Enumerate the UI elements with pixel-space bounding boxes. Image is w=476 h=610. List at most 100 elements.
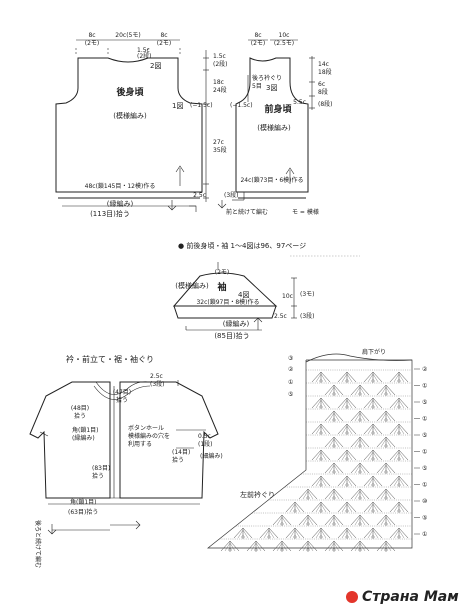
chart-stitch [315, 529, 327, 539]
finish-join-note: 後ろと続けて編む [34, 520, 42, 568]
chart-stitch [380, 516, 392, 526]
chart-chain [228, 548, 232, 552]
finish-side-pickup-label: 拾う [92, 472, 104, 480]
chart-stitch [328, 516, 340, 526]
chart-stitch [393, 451, 405, 461]
front-neck-label: 後ろ衿ぐり [252, 74, 282, 82]
chart-stitch [367, 399, 379, 409]
chart-title: 肩下がり [362, 348, 386, 356]
chart-chain [371, 457, 375, 461]
chart-stitch [289, 529, 301, 539]
chart-stitch [393, 503, 405, 513]
front-side-3-rows: (8段) [318, 100, 333, 108]
chart-row-label: ① [422, 531, 427, 538]
chart-stitch [380, 438, 392, 448]
chart-chain [345, 483, 349, 487]
chart-row-label: ⑩ [422, 498, 427, 505]
back-side-3: 27c [213, 139, 224, 146]
front-neck-stitches: 5目 [252, 83, 262, 90]
chart-stitch [237, 529, 249, 539]
chart-chain [319, 509, 323, 513]
back-edging: (縁編み) [107, 199, 134, 208]
sleeve-edging-rows: (3段) [300, 312, 315, 320]
chart-chain [332, 522, 336, 526]
sleeve-top-repeats: (2モ) [215, 269, 230, 276]
chart-chain [397, 483, 401, 487]
chart-chain [384, 496, 388, 500]
chart-chain [332, 444, 336, 448]
chart-stitch [354, 438, 366, 448]
sleeve-edging-height: 2.5c [274, 313, 287, 320]
watermark-logo-icon [346, 591, 358, 603]
chart-stitch [341, 529, 353, 539]
chart-stitch [380, 542, 392, 552]
chart-stitch [393, 477, 405, 487]
front-join-note: 前と続けて編む [226, 208, 268, 216]
chart-stitch [302, 516, 314, 526]
chart-chain [306, 496, 310, 500]
chart-stitch [315, 451, 327, 461]
sleeve-height: 10c [282, 293, 293, 300]
chart-chain [397, 535, 401, 539]
chart-row-label: ② [422, 366, 428, 373]
back-body-pattern: (模様編み) [113, 111, 147, 120]
sleeve-pattern: (模様編み) [175, 281, 209, 290]
chart-stitch [341, 477, 353, 487]
chart-stitch [289, 503, 301, 513]
front-top-right-repeats: (2.5モ) [274, 40, 294, 47]
watermark: Страна Мам [346, 589, 459, 605]
chart-chain [384, 392, 388, 396]
finish-corner-1-edging: (縁編み) [72, 434, 95, 442]
chart-stitch [380, 490, 392, 500]
back-side-decrease: (−1.5c) [190, 102, 213, 109]
finish-corner-2: 角(鎖1目) [70, 498, 97, 506]
chart-chain [397, 457, 401, 461]
chart-chain [358, 548, 362, 552]
back-pick-up: (113目)拾う [90, 209, 130, 218]
chart-stitch [393, 425, 405, 435]
chart-chain [384, 548, 388, 552]
chart-chain [293, 509, 297, 513]
chart-stitch [341, 425, 353, 435]
chart-chain [332, 548, 336, 552]
finish-single-crochet: (細編み) [200, 452, 223, 460]
chart-stitch [328, 412, 340, 422]
chart-stitch [380, 386, 392, 396]
chart-stitch [380, 412, 392, 422]
chart-chain [280, 522, 284, 526]
chart-stitch [354, 542, 366, 552]
chart-stitch [367, 477, 379, 487]
back-top-left-repeats: (2モ) [85, 40, 100, 47]
finishing-title: 衿・前立て・裾・袖ぐり [66, 354, 154, 364]
chart-stitch [224, 542, 236, 552]
chart-chain [371, 509, 375, 513]
buttonhole-note-2: 模様編みの穴を [128, 432, 170, 440]
sleeve-edging: (縁編み) [223, 319, 250, 328]
chart-stitch [341, 451, 353, 461]
chart-chain [358, 444, 362, 448]
back-shoulder-drop: 1.5c [137, 47, 150, 54]
back-top-right-repeats: (2モ) [157, 40, 172, 47]
chart-left-marker: ① [288, 379, 293, 386]
chart-chain [397, 509, 401, 513]
stitch-chart [207, 353, 413, 552]
chart-chain [319, 535, 323, 539]
front-side-decrease: (−1.5c) [230, 102, 253, 109]
chart-left-marker: ⑤ [288, 391, 293, 398]
chart-stitch [354, 490, 366, 500]
back-side-3-rows: 35段 [213, 146, 227, 154]
chart-row-label: ⑤ [422, 465, 427, 472]
chart-chain [358, 418, 362, 422]
chart-chain [345, 509, 349, 513]
finishing-schematic [29, 380, 219, 535]
chart-chain [267, 535, 271, 539]
chart-chain [332, 392, 336, 396]
chart-chain [358, 522, 362, 526]
chart-chain [358, 470, 362, 474]
back-side-2-rows: 24段 [213, 86, 227, 94]
chart-chain [345, 457, 349, 461]
back-side-1-rows: (2段) [213, 60, 228, 68]
front-top-right-width: 10c [279, 32, 290, 39]
chart-stitch [367, 425, 379, 435]
back-top-left-width: 8c [88, 32, 95, 39]
